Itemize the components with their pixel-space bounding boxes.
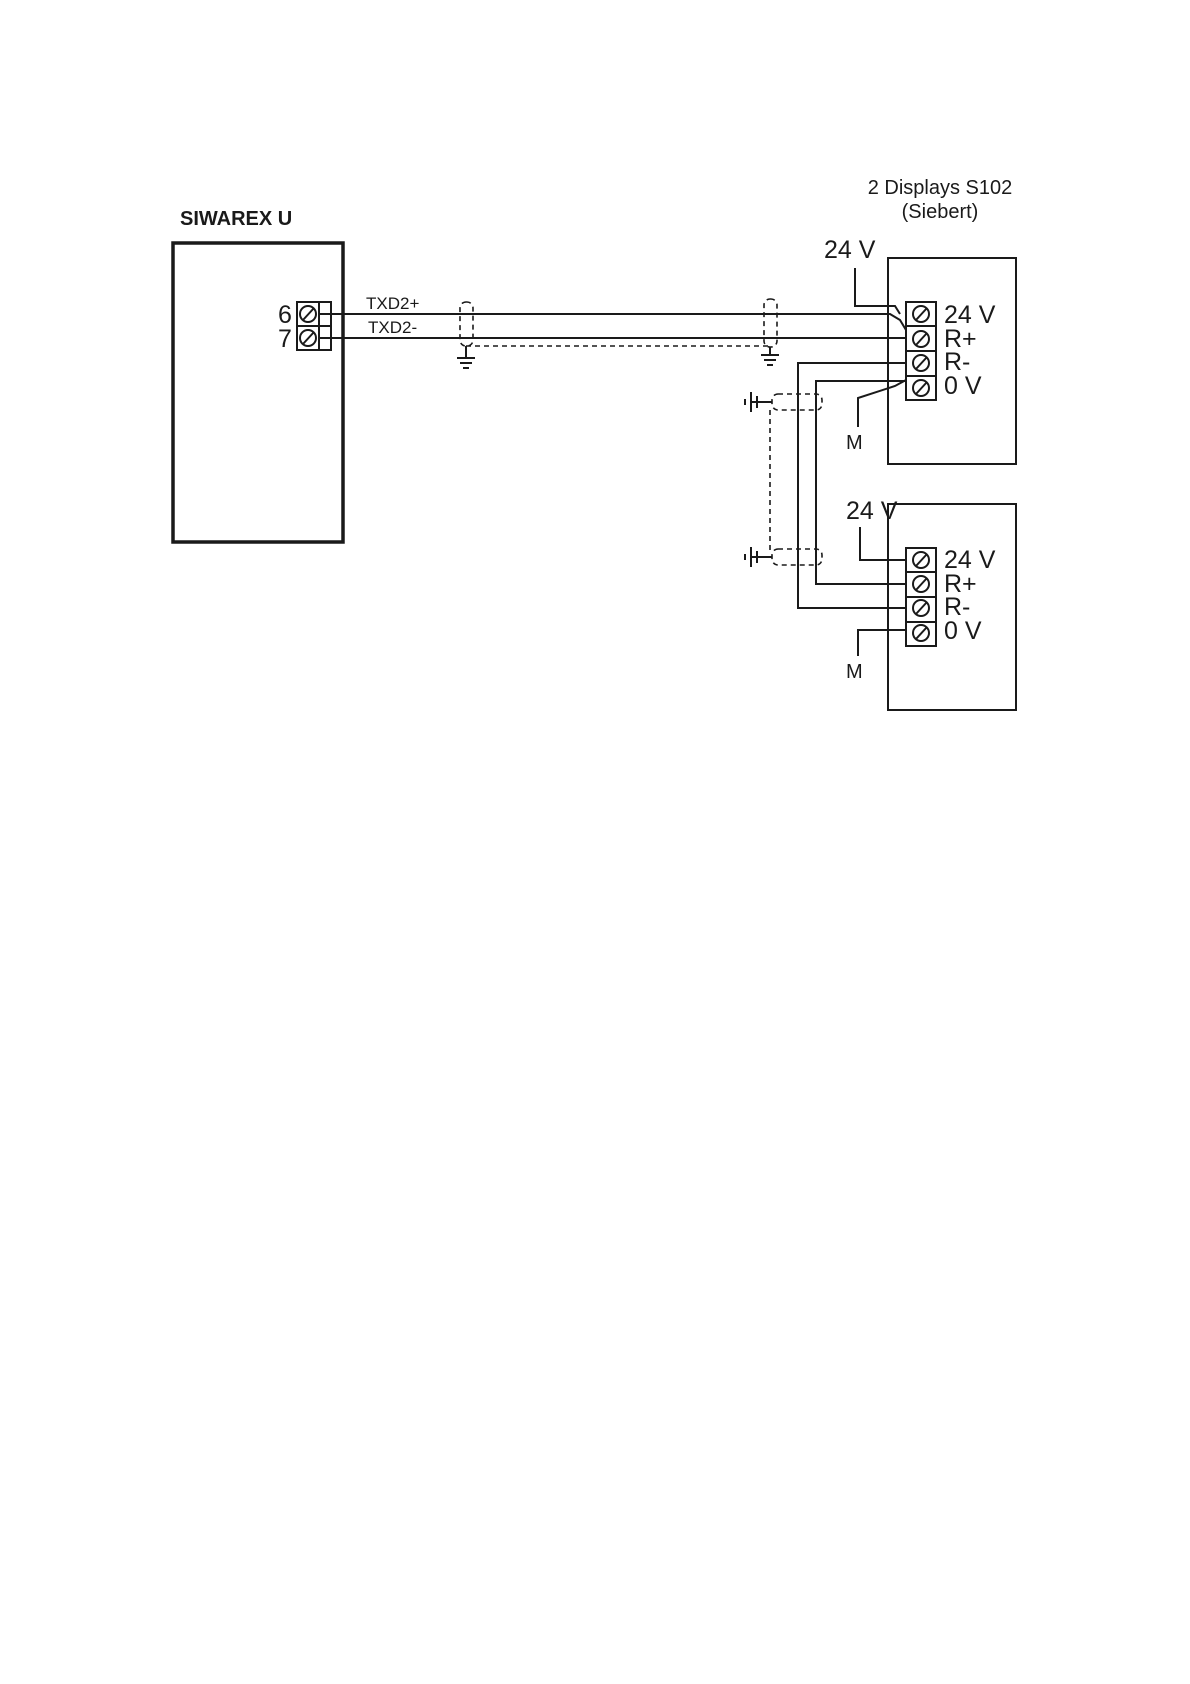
siwarex-terminal-block xyxy=(297,302,331,350)
displays-header-line2: (Siebert) xyxy=(902,201,979,223)
display-link-wires xyxy=(798,363,906,608)
siwarex-terminal-7-label: 7 xyxy=(278,325,292,353)
display-top-supply-wire xyxy=(855,268,900,314)
cable-shield-right xyxy=(761,299,779,365)
cable-shield-left xyxy=(457,302,772,368)
displays-header-line1: 2 Displays S102 xyxy=(868,177,1013,199)
display-top-ground-label: M xyxy=(846,432,863,454)
siwarex-module-box xyxy=(173,243,343,542)
display-bottom-ground-label: M xyxy=(846,661,863,683)
display-bottom-supply-wire xyxy=(860,527,906,560)
display-bottom-terminal-0v: 0 V xyxy=(944,617,982,645)
display-top-terminal-0v: 0 V xyxy=(944,372,982,400)
signal-txd2-minus-label: TXD2- xyxy=(368,318,417,337)
display-bottom-supply-label: 24 V xyxy=(846,497,898,525)
display-bottom-ground-wire xyxy=(858,630,906,656)
display-top-terminal-block xyxy=(906,302,936,400)
siwarex-title: SIWAREX U xyxy=(180,208,292,230)
display-top-supply-label: 24 V xyxy=(824,236,876,264)
link-cable-shield-top xyxy=(745,392,822,412)
link-cable-shield-bottom xyxy=(745,547,822,567)
display-bottom-terminal-block xyxy=(906,548,936,646)
display-top-ground-wire xyxy=(858,380,906,427)
signal-txd2-plus-label: TXD2+ xyxy=(366,294,419,313)
